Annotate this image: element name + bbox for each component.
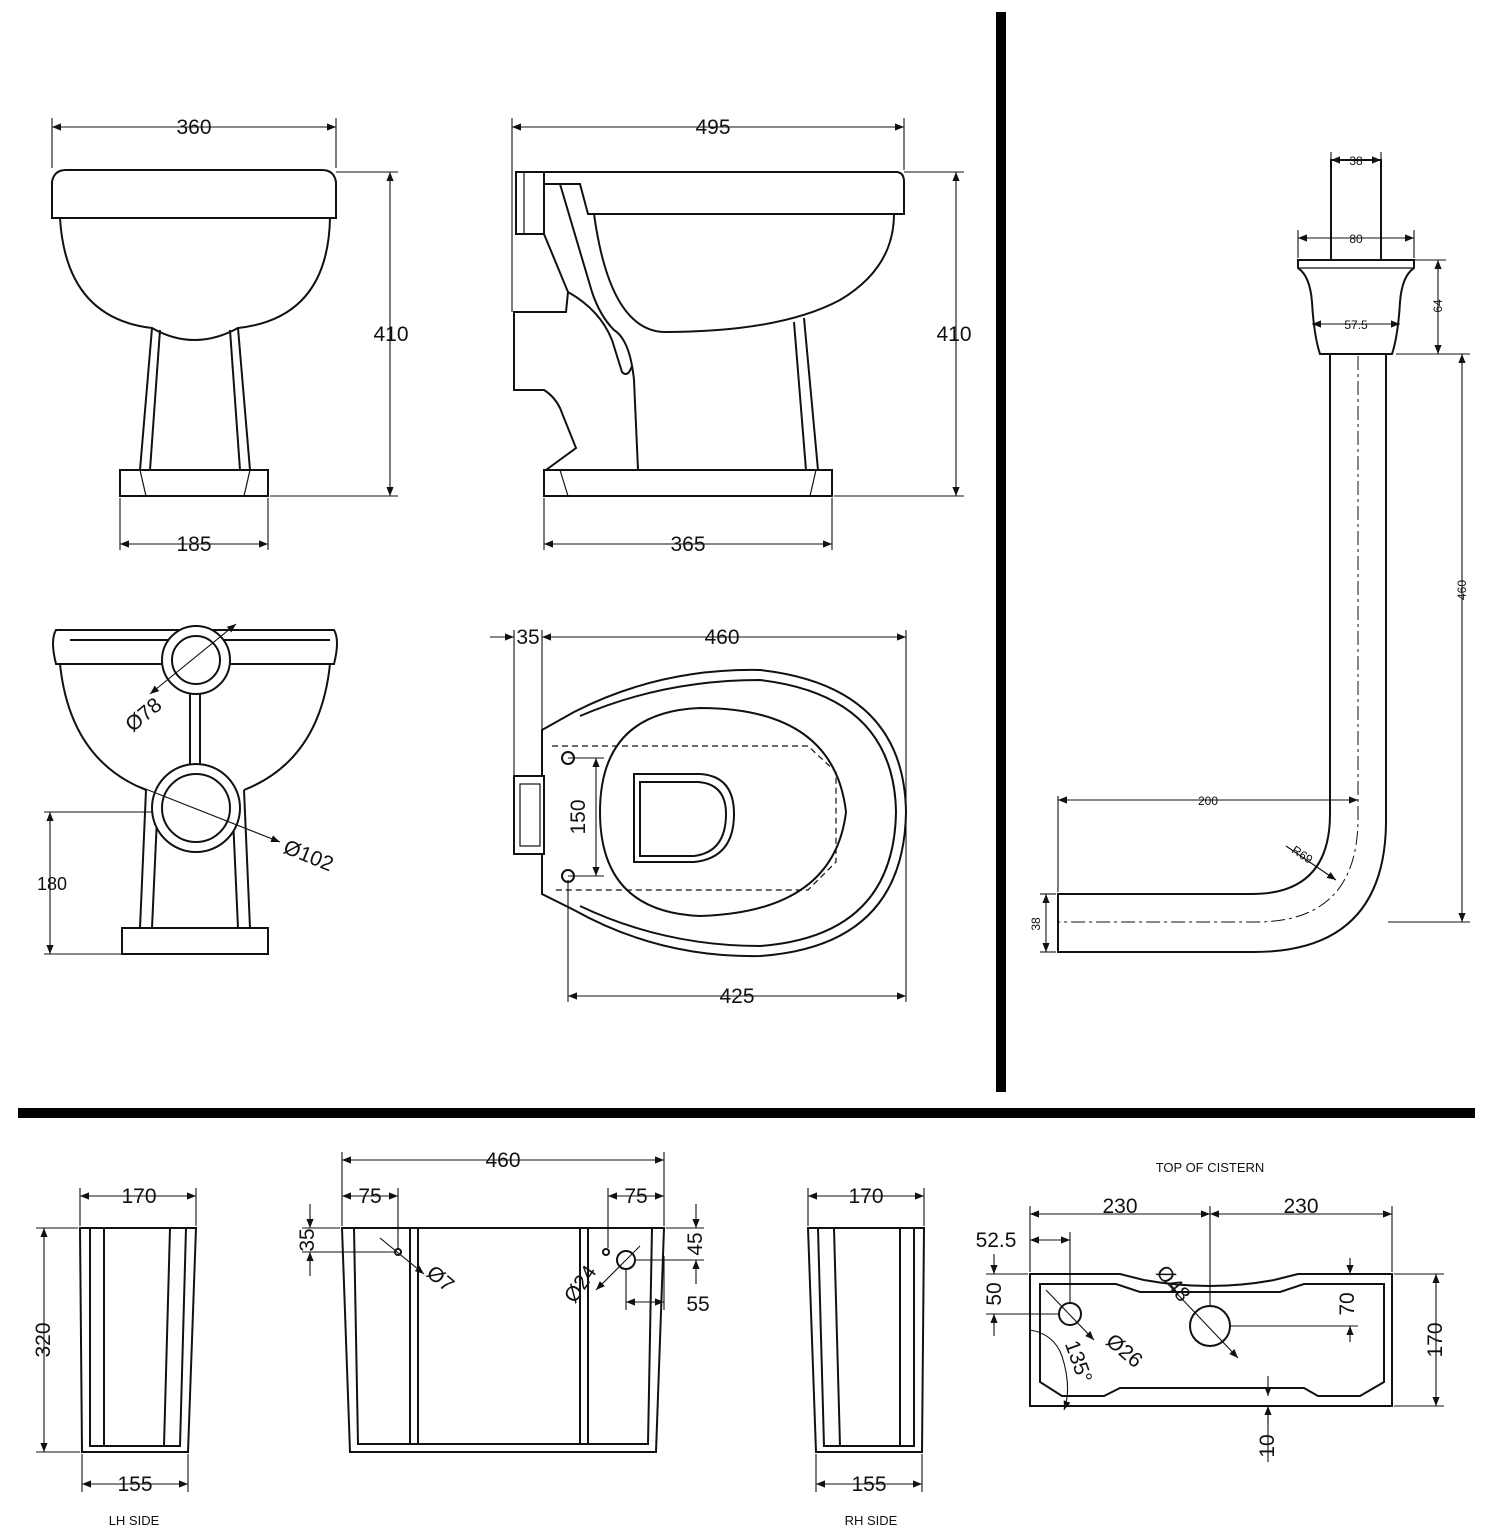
cistern-lh-height-label: 320 <box>32 1322 55 1357</box>
cistern-front-right-offset-label: 75 <box>624 1185 647 1208</box>
cistern-lh-top-depth-label: 170 <box>121 1185 156 1208</box>
vertical-divider <box>996 12 1006 1092</box>
cistern-rh-bottom-depth-label: 155 <box>851 1473 886 1496</box>
flush-pipe-pipe-diameter-label: 38 <box>1029 917 1043 931</box>
flush-pipe-collar-width-label: 80 <box>1349 232 1363 246</box>
cistern-top-rear-wall-label: 10 <box>1256 1434 1279 1457</box>
pan-side-base <box>543 469 833 497</box>
pan-front-base-width-label: 185 <box>176 533 211 556</box>
pan-top-seat <box>598 706 848 918</box>
cistern-rh-caption: RH SIDE <box>845 1513 898 1528</box>
pan-back-outlet-ring <box>151 763 241 853</box>
pan-top-length-label: 460 <box>704 626 739 649</box>
cistern-front-right-drop-label: 45 <box>684 1232 707 1255</box>
pan-front-view: 360 410 185 <box>51 116 409 556</box>
pan-top-lid-opening <box>633 773 736 863</box>
cistern-front-view: 460 75 75 35 45 Ø7 Ø24 55 <box>296 1149 710 1453</box>
flush-pipe-top-diameter-label: 38 <box>1349 154 1363 168</box>
pan-top-view: 35 460 150 425 <box>490 626 908 1008</box>
flush-pipe-collar-height-label: 64 <box>1431 299 1445 313</box>
cistern-top-outlet-hole <box>1189 1305 1231 1347</box>
cistern-top-inlet-hole-label: Ø26 <box>1102 1329 1147 1372</box>
cistern-top-caption: TOP OF CISTERN <box>1156 1160 1265 1175</box>
pan-top-seat-offset-label: 35 <box>516 626 539 649</box>
pan-side-bowl <box>593 213 895 334</box>
pan-top-dashed-outline <box>552 745 837 891</box>
cistern-lh-side-view: 170 320 155 LH SIDE <box>32 1185 198 1528</box>
cistern-top-outer <box>1029 1273 1393 1407</box>
cistern-front-lever-offset-label: 55 <box>686 1293 709 1316</box>
pan-side-depth-label: 495 <box>695 116 730 139</box>
pan-front-rim <box>51 169 337 219</box>
cistern-front-width-label: 460 <box>485 1149 520 1172</box>
pan-side-base-depth-label: 365 <box>670 533 705 556</box>
pan-side-hinge-block <box>515 171 545 235</box>
cistern-lh-bottom-depth-label: 155 <box>117 1473 152 1496</box>
cistern-front-small-hole-label: Ø7 <box>422 1261 458 1297</box>
pan-front-width-label: 360 <box>176 116 211 139</box>
cistern-top-right-half-label: 230 <box>1283 1195 1318 1218</box>
cistern-top-view: TOP OF CISTERN 230 230 52.5 50 70 170 <box>976 1160 1447 1462</box>
pan-side-view: 495 410 365 <box>511 116 972 556</box>
cistern-front-marker-hole <box>602 1248 610 1256</box>
cistern-lh-caption: LH SIDE <box>109 1513 160 1528</box>
cistern-rh-top-depth-label: 170 <box>848 1185 883 1208</box>
cistern-top-inlet-offset-x-label: 52.5 <box>976 1229 1017 1252</box>
pan-front-height-label: 410 <box>373 323 408 346</box>
pan-top-bowl-length-label: 425 <box>719 985 754 1008</box>
pan-top-hinge-spacing-label: 150 <box>567 799 590 834</box>
pan-back-bowl <box>59 663 331 791</box>
cistern-front-left-drop-label: 35 <box>296 1228 319 1251</box>
horizontal-divider <box>18 1108 1475 1118</box>
pan-back-outlet-height-label: 180 <box>37 874 67 894</box>
cistern-top-angle-label: 135° <box>1060 1337 1096 1386</box>
pan-back-view: Ø78 Ø102 180 <box>37 623 338 955</box>
cistern-lh-body <box>78 1227 198 1453</box>
pan-side-trap <box>513 233 578 471</box>
pan-top-hinge <box>513 775 545 855</box>
pan-back-base <box>121 927 269 955</box>
cistern-top-left-half-label: 230 <box>1102 1195 1137 1218</box>
flush-pipe-centerline <box>1058 356 1359 923</box>
pan-front-base <box>119 469 269 497</box>
pan-front-bowl <box>59 217 331 341</box>
cistern-front-left-offset-label: 75 <box>358 1185 381 1208</box>
flush-pipe-collar <box>1297 259 1415 355</box>
cistern-top-inlet-offset-y-label: 50 <box>983 1282 1006 1305</box>
flush-pipe-run-label: 200 <box>1198 794 1218 808</box>
cistern-front-body <box>340 1227 666 1453</box>
cistern-top-outlet-offset-y-label: 70 <box>1336 1292 1359 1315</box>
flush-pipe-view: 38 80 57.5 64 460 200 R69 38 <box>1029 152 1470 953</box>
pan-side-height-label: 410 <box>936 323 971 346</box>
flush-pipe-collar-base-label: 57.5 <box>1344 318 1368 332</box>
cistern-top-outlet-hole-label: Ø48 <box>1151 1261 1194 1306</box>
cistern-top-inlet-hole <box>1058 1302 1082 1326</box>
pan-side-rim <box>539 171 905 215</box>
pan-back-outlet-diameter-label: Ø102 <box>280 836 336 877</box>
cistern-rh-body <box>806 1227 926 1453</box>
flush-pipe-drop-label: 460 <box>1455 580 1469 600</box>
flush-pipe-body <box>1057 354 1387 953</box>
pan-back-inlet-diameter-label: Ø78 <box>121 693 166 736</box>
cistern-rh-side-view: 170 155 RH SIDE <box>806 1185 926 1528</box>
cistern-top-depth-label: 170 <box>1424 1322 1447 1357</box>
cistern-top-inner <box>1039 1283 1385 1397</box>
cistern-front-lever-hole-label: Ø24 <box>560 1261 602 1307</box>
